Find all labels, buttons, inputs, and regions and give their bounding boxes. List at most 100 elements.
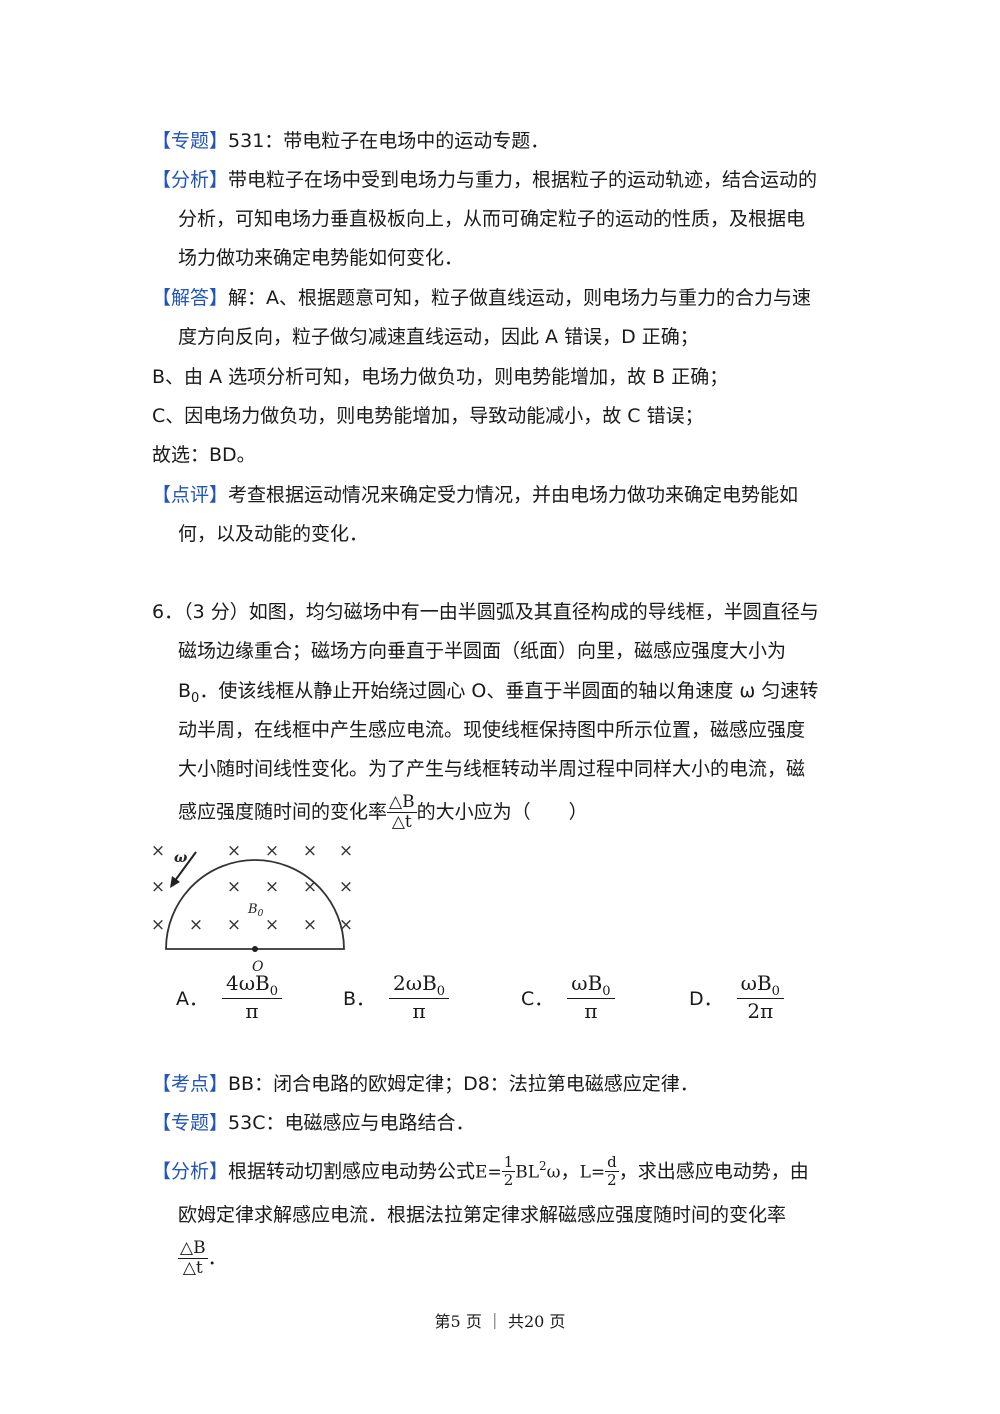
zhuanti-text: 531：带电粒子在电场中的运动专题． [228, 130, 550, 152]
fenxi-line-1: 【分析】带电粒子在场中受到电场力与重力，根据粒子的运动轨迹，结合运动的 [152, 166, 817, 194]
fenxi-text-2: 分析，可知电场力垂直极板向上，从而可确定粒子的运动的性质，及根据电 [178, 208, 806, 230]
page-footer: 第5 页 ｜ 共20 页 [434, 1312, 566, 1331]
zhuanti2-tag: 【专题】 [152, 1112, 229, 1134]
q6-line-4: 动半周，在线框中产生感应电流。现使线框保持图中所示位置，磁感应强度 [178, 716, 805, 744]
option-c-label: C． [521, 987, 554, 1010]
q6-text-3: ．使该线框从静止开始绕过圆心 O、垂直于半圆面的轴以角速度 ω 匀速转 [199, 680, 819, 702]
jieda-text-1: 解：A、根据题意可知，粒子做直线运动，则电场力与重力的合力与速 [228, 287, 812, 309]
fenxi2-end: ． [207, 1247, 227, 1269]
field-cross-icon: × [265, 915, 279, 935]
dianping-text-1: 考查根据运动情况来确定受力情况，并由电场力做功来确定电势能如 [228, 484, 799, 506]
zhuanti2-text: 53C：电磁感应与电路结合． [228, 1112, 475, 1134]
fenxi2-line-2: 欧姆定律求解感应电流．根据法拉第定律求解磁感应强度随时间的变化率 [178, 1201, 786, 1229]
formula-e-num: 1 [503, 1153, 514, 1172]
option-b-num-sub: 0 [436, 984, 446, 999]
field-cross-icon: × [339, 841, 353, 861]
fenxi2-mid: ， [560, 1160, 580, 1183]
fenxi-line-3: 场力做功来确定电势能如何变化． [178, 244, 463, 272]
fenxi2-rate-num: △B [180, 1237, 206, 1258]
formula-e-sup: 2 [539, 1159, 547, 1173]
jieda-text-2: 度方向反向，粒子做匀减速直线运动，因此 A 错误，D 正确； [178, 326, 699, 348]
q6-b-subscript: 0 [191, 690, 200, 706]
zhuanti-line: 【专题】531：带电粒子在电场中的运动专题． [152, 127, 549, 155]
fenxi2-rate-den: △t [178, 1257, 208, 1278]
center-dot [252, 946, 258, 952]
field-cross-icon: × [189, 915, 203, 935]
field-cross-icon: × [227, 841, 241, 861]
option-b-label: B． [343, 987, 376, 1010]
option-c-num-sub: 0 [602, 984, 611, 999]
jieda-text-5: 故选：BD。 [152, 444, 256, 466]
q6-line-2: 磁场边缘重合；磁场方向垂直于半圆面（纸面）向里，磁感应强度大小为 [178, 637, 786, 665]
q6-text-5: 大小随时间线性变化。为了产生与线框转动半周过程中同样大小的电流，磁 [178, 758, 806, 780]
b0-label: B0 [247, 902, 264, 919]
option-a-num: 4ωB [226, 971, 270, 995]
fenxi-tag: 【分析】 [152, 169, 229, 191]
field-cross-icon: × [151, 877, 165, 897]
field-cross-icon: × [227, 877, 241, 897]
option-b-den: π [389, 998, 450, 1021]
formula-e-rest: BL [515, 1162, 540, 1183]
jieda-line-3: B、由 A 选项分析可知，电场力做负功，则电势能增加，故 B 正确； [152, 363, 728, 391]
q6-text-7: 的大小应为（ ） [416, 801, 588, 823]
formula-l-den: 2 [605, 1170, 619, 1189]
q6-text-2: 磁场边缘重合；磁场方向垂直于半圆面（纸面）向里，磁感应强度大小为 [178, 640, 787, 662]
option-a-label: A． [176, 987, 208, 1010]
option-d-den: 2π [736, 998, 784, 1021]
option-c-num: ωB [571, 971, 603, 995]
jieda-line-2: 度方向反向，粒子做匀减速直线运动，因此 A 错误，D 正确； [178, 323, 699, 351]
formula-e-lhs: E= [475, 1162, 502, 1183]
jieda-text-3: B、由 A 选项分析可知，电场力做负功，则电势能增加，故 B 正确； [152, 366, 729, 388]
field-cross-icon: × [303, 915, 317, 935]
q6-rate-den: △t [387, 811, 417, 832]
q6-rate-num: △B [389, 791, 415, 812]
zhuanti2-line: 【专题】53C：电磁感应与电路结合． [152, 1109, 474, 1137]
q6-line-3: B0．使该线框从静止开始绕过圆心 O、垂直于半圆面的轴以角速度 ω 匀速转 [178, 677, 818, 713]
rotation-arrow-icon [173, 851, 197, 883]
center-o-label: O [252, 959, 264, 975]
jieda-text-4: C、因电场力做负功，则电势能增加，导致动能减小，故 C 错误； [152, 405, 704, 427]
formula-l-num: d [607, 1153, 617, 1172]
field-cross-icon: × [227, 915, 241, 935]
jieda-line-4: C、因电场力做负功，则电势能增加，导致动能减小，故 C 错误； [152, 402, 704, 430]
option-d-label: D． [689, 987, 723, 1010]
option-a-den: π [222, 998, 283, 1021]
field-cross-icon: × [151, 841, 165, 861]
option-a-num-sub: 0 [269, 984, 279, 999]
q6-text-4: 动半周，在线框中产生感应电流。现使线框保持图中所示位置，磁感应强度 [178, 719, 806, 741]
fenxi2-line-3: △B△t． [178, 1236, 227, 1280]
dianping-text-2: 何，以及动能的变化． [178, 523, 369, 545]
jieda-tag: 【解答】 [152, 287, 229, 309]
field-crosses: ×××××××××××××××× [151, 841, 353, 935]
fenxi2-text-2: 欧姆定律求解感应电流．根据法拉第定律求解磁感应强度随时间的变化率 [178, 1204, 787, 1226]
field-cross-icon: × [151, 915, 165, 935]
formula-e-den: 2 [501, 1170, 516, 1189]
field-cross-icon: × [265, 841, 279, 861]
semicircle-wire-frame [165, 859, 345, 950]
arrow-head-icon [170, 876, 180, 888]
kaodian-tag: 【考点】 [152, 1073, 229, 1095]
fenxi2-post: ，求出感应电动势，由 [618, 1160, 809, 1183]
dianping-line-1: 【点评】考查根据运动情况来确定受力情况，并由电场力做功来确定电势能如 [152, 481, 798, 509]
kaodian-line: 【考点】BB：闭合电路的欧姆定律；D8：法拉第电磁感应定律． [152, 1070, 699, 1098]
q6-rate-fraction: △B△t [387, 791, 417, 832]
option-d-num-sub: 0 [771, 984, 780, 999]
zhuanti-tag: 【专题】 [152, 130, 229, 152]
option-d-num: ωB [740, 971, 772, 995]
field-cross-icon: × [265, 877, 279, 897]
fenxi2-tag: 【分析】 [152, 1160, 229, 1183]
omega-label: ω [174, 850, 188, 866]
jieda-line-5: 故选：BD。 [152, 441, 256, 469]
fenxi2-rate-fraction: △B△t [178, 1237, 208, 1278]
q6-line-1: 6．（3 分）如图，均匀磁场中有一由半圆弧及其直径构成的导线框，半圆直径与 [152, 598, 819, 626]
